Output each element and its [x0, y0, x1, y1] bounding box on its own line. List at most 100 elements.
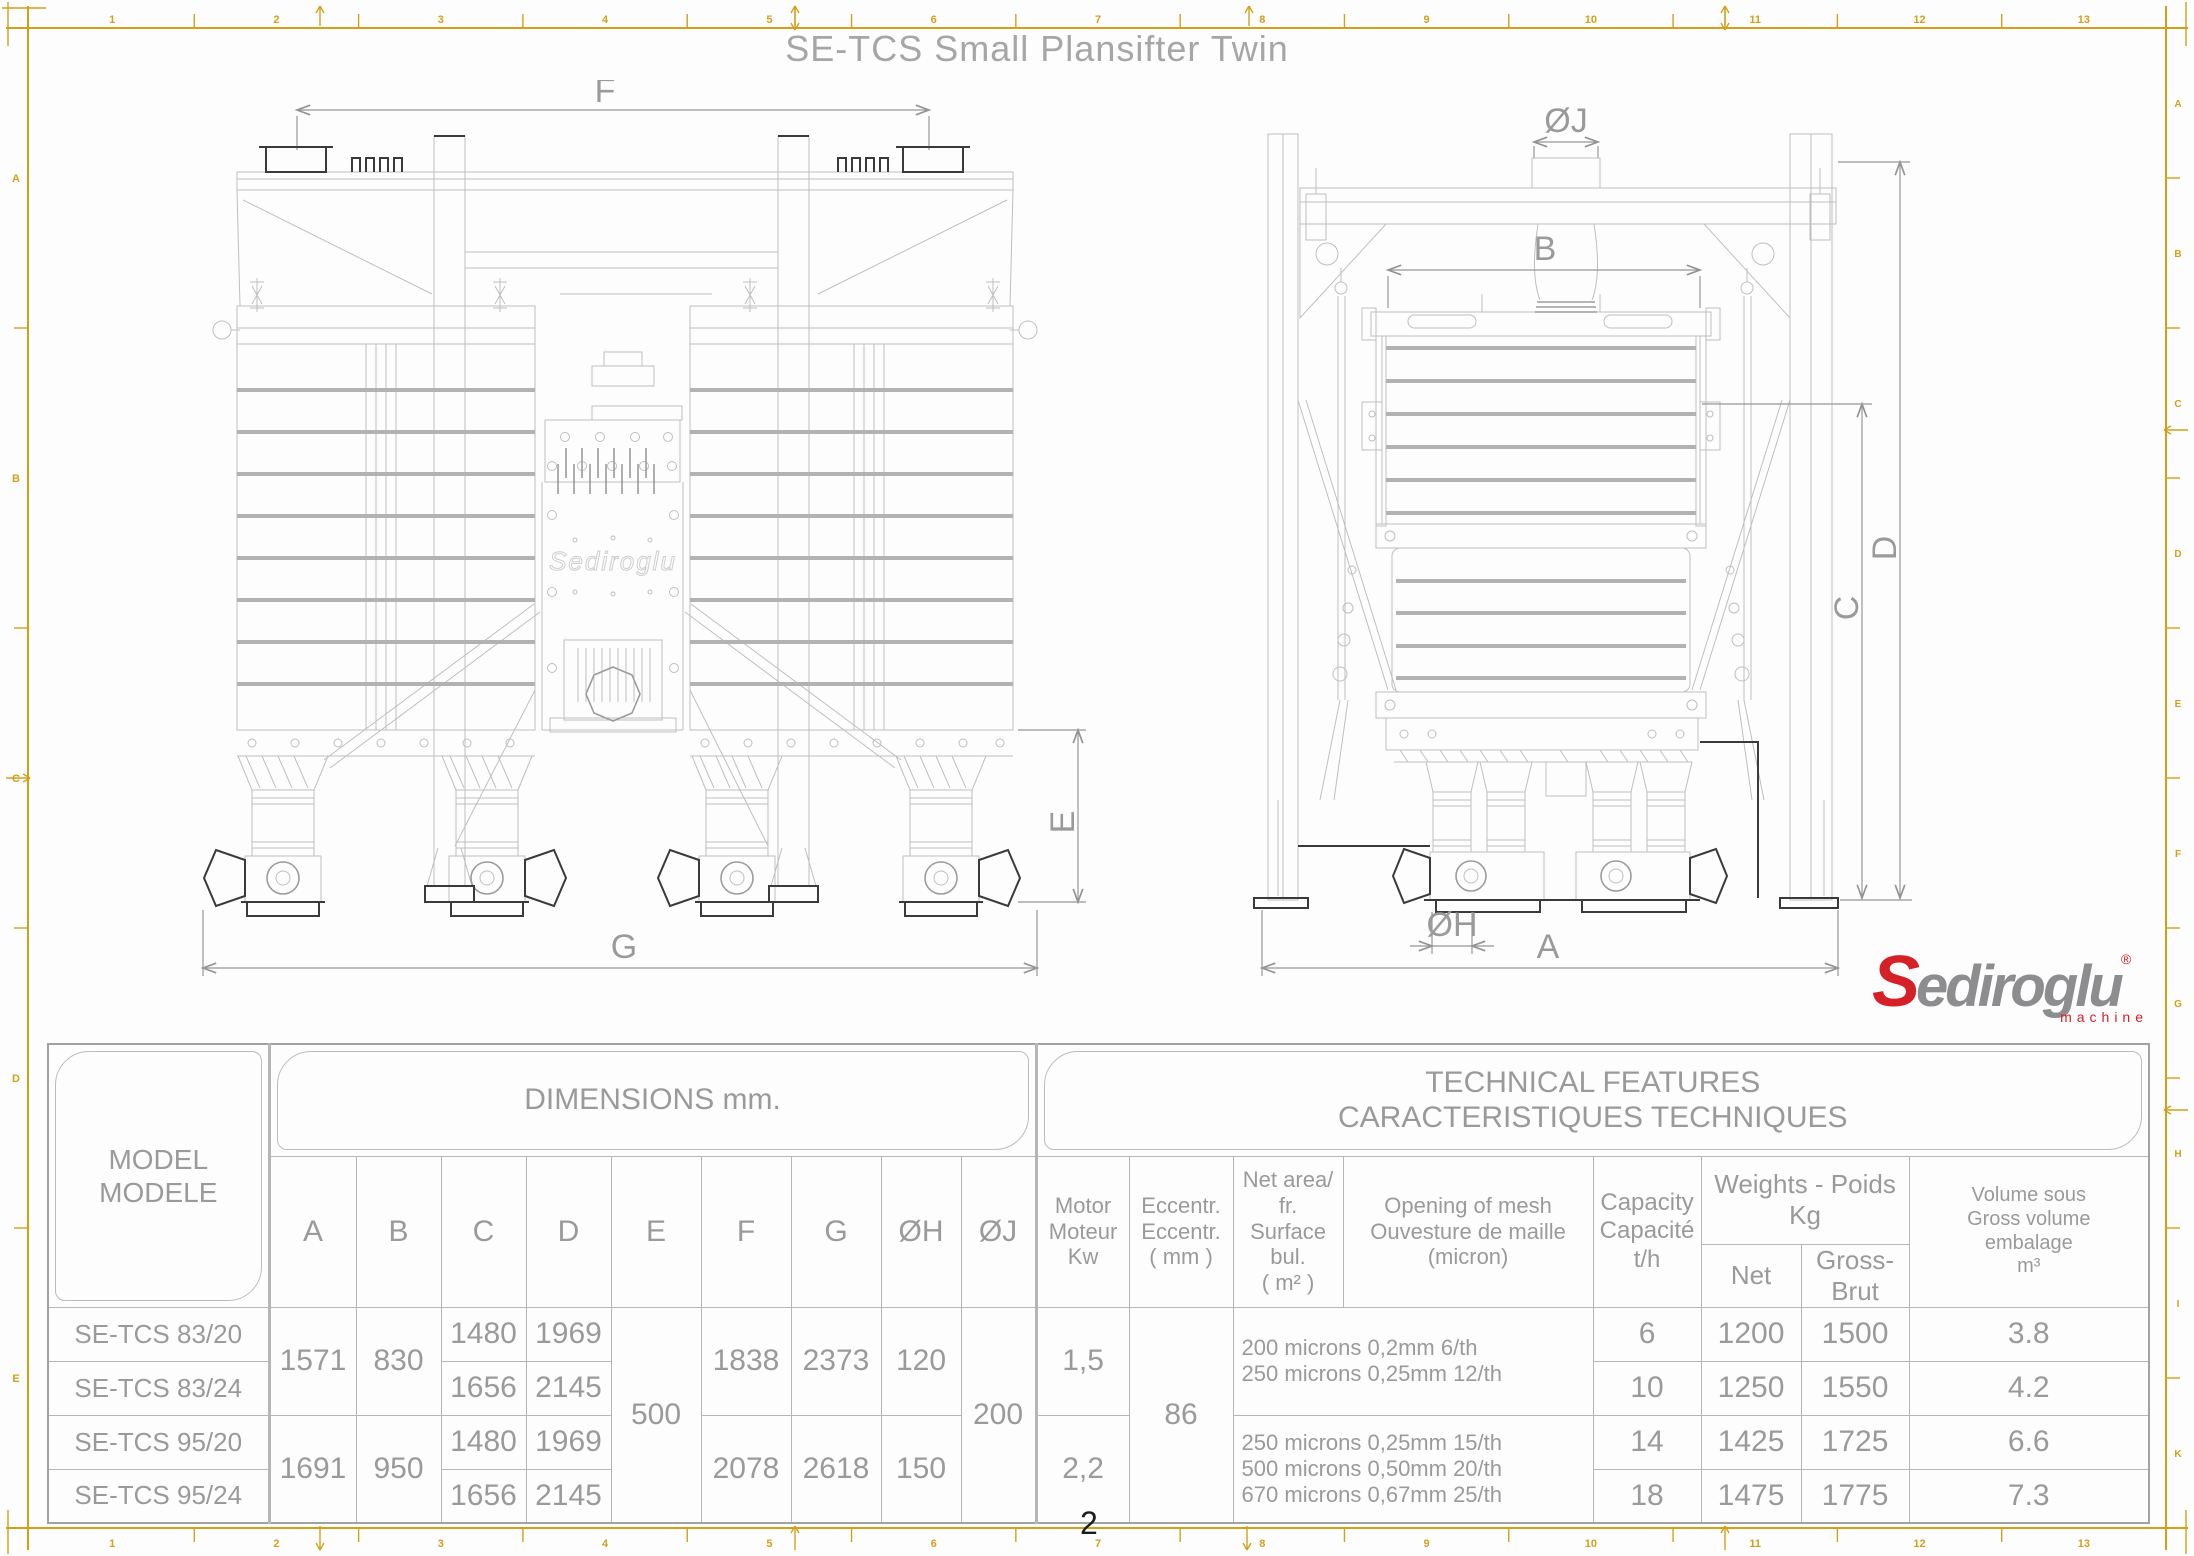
- svg-text:F: F: [2175, 849, 2181, 860]
- svg-text:6: 6: [931, 14, 937, 26]
- col-header-net-area: Net area/ fr. Surface bul. ( m² ): [1232, 1155, 1344, 1308]
- cell-0-B: 830: [355, 1306, 442, 1416]
- col-header-E: E: [610, 1155, 702, 1308]
- svg-text:8: 8: [1259, 14, 1265, 26]
- cell-1-vol: 4.2: [1908, 1360, 2150, 1416]
- svg-text:A: A: [12, 173, 20, 185]
- front-view-drawing: F: [130, 80, 1086, 976]
- cell-2-G: 2618: [790, 1414, 882, 1524]
- page-title: SE-TCS Small Plansifter Twin: [785, 28, 1289, 69]
- cell-2-OH: 150: [880, 1414, 962, 1524]
- registered-mark-icon: ®: [2120, 951, 2132, 967]
- svg-text:A: A: [2174, 99, 2181, 110]
- dim-label-f: F: [595, 80, 616, 110]
- svg-text:11: 11: [1749, 14, 1761, 26]
- col-header-C: C: [440, 1155, 527, 1308]
- svg-text:13: 13: [2078, 14, 2090, 26]
- cell-0-G: 2373: [790, 1306, 882, 1416]
- cell-3-C: 1656: [440, 1468, 527, 1524]
- cell-0-A: 1571: [267, 1306, 357, 1416]
- specification-table: MODEL MODELE DIMENSIONS mm. TECHNICAL FE…: [47, 1043, 2150, 1524]
- svg-text:4: 4: [602, 1538, 609, 1550]
- col-header-net: Net: [1700, 1243, 1802, 1308]
- svg-text:12: 12: [1913, 14, 1925, 26]
- svg-text:2: 2: [273, 14, 279, 26]
- logo-subtitle: machine: [2060, 1009, 2148, 1025]
- cell-0-D: 1969: [525, 1306, 612, 1362]
- cell-3-model: SE-TCS 95/24: [47, 1468, 270, 1524]
- cell-0-mesh: 200 microns 0,2mm 6/th 250 microns 0,25m…: [1232, 1306, 1594, 1416]
- cell-3-gross: 1775: [1800, 1468, 1910, 1524]
- cell-0-F: 1838: [700, 1306, 792, 1416]
- cell-2-A: 1691: [267, 1414, 357, 1524]
- cell-0-OJ: 200: [960, 1306, 1037, 1524]
- col-header-OJ: ØJ: [960, 1155, 1037, 1308]
- dim-label-d: D: [1866, 536, 1904, 561]
- dim-f-lines: [297, 110, 929, 150]
- cell-2-D: 1969: [525, 1414, 612, 1470]
- svg-text:B: B: [2174, 249, 2181, 260]
- cell-0-net: 1200: [1700, 1306, 1802, 1362]
- cell-2-net: 1425: [1700, 1414, 1802, 1470]
- col-header-motor: Motor Moteur Kw: [1034, 1155, 1130, 1308]
- svg-text:10: 10: [1585, 1538, 1597, 1550]
- logo-wordmark: ediroglu: [1916, 954, 2124, 1019]
- svg-text:6: 6: [931, 1538, 937, 1550]
- col-header-F: F: [700, 1155, 792, 1308]
- svg-text:4: 4: [602, 14, 609, 26]
- svg-text:11: 11: [1749, 1538, 1761, 1550]
- svg-text:7: 7: [1095, 14, 1101, 26]
- cell-1-model: SE-TCS 83/24: [47, 1360, 270, 1416]
- cell-0-E: 500: [610, 1306, 702, 1524]
- svg-text:C: C: [12, 773, 20, 785]
- svg-text:13: 13: [2078, 1538, 2090, 1550]
- dim-label-b: B: [1534, 230, 1557, 268]
- cell-0-cap: 6: [1592, 1306, 1702, 1362]
- svg-text:D: D: [12, 1073, 20, 1085]
- col-header-mesh: Opening of mesh Ouvesture de maille (mic…: [1342, 1155, 1594, 1308]
- cell-0-OH: 120: [880, 1306, 962, 1416]
- svg-text:C: C: [2174, 399, 2181, 410]
- cell-0-model: SE-TCS 83/20: [47, 1306, 270, 1362]
- side-view-geometry: ØJ: [1253, 102, 1912, 976]
- svg-text:K: K: [2174, 1449, 2182, 1460]
- cell-3-net: 1475: [1700, 1468, 1802, 1524]
- svg-text:B: B: [12, 473, 20, 485]
- svg-text:1: 1: [109, 1538, 115, 1550]
- model-header-cell: MODEL MODELE: [47, 1043, 270, 1308]
- svg-text:G: G: [2174, 999, 2182, 1010]
- cell-0-ecc: 86: [1128, 1306, 1234, 1524]
- cell-2-gross: 1725: [1800, 1414, 1910, 1470]
- cell-3-vol: 7.3: [1908, 1468, 2150, 1524]
- cell-3-cap: 18: [1592, 1468, 1702, 1524]
- cell-1-C: 1656: [440, 1360, 527, 1416]
- page-number: 2: [1080, 1505, 1098, 1541]
- front-view-geometry: F: [203, 80, 1086, 976]
- table-header-row-2: A B C D E F G ØH ØJ Motor Moteur Kw Ecce…: [48, 1155, 2150, 1308]
- cell-0-vol: 3.8: [1908, 1306, 2150, 1362]
- svg-text:E: E: [12, 1373, 19, 1385]
- col-header-D: D: [525, 1155, 612, 1308]
- svg-text:5: 5: [766, 1538, 772, 1550]
- dim-e-lines: [1018, 730, 1086, 902]
- table-row: SE-TCS 83/20 1571 830 1480 1969 500 1838…: [47, 1306, 2150, 1524]
- cell-1-gross: 1550: [1800, 1360, 1910, 1416]
- dim-label-a: A: [1537, 928, 1560, 966]
- dim-label-oj: ØJ: [1544, 102, 1587, 140]
- table-header-row-3: Net Gross-Brut: [48, 1243, 2149, 1308]
- table-row: SE-TCS 95/24 1656 2145 18 1475 1775 7.3: [47, 1468, 2150, 1524]
- cell-2-model: SE-TCS 95/20: [47, 1414, 270, 1470]
- col-header-G: G: [790, 1155, 882, 1308]
- col-header-OH: ØH: [880, 1155, 962, 1308]
- cell-2-F: 2078: [700, 1414, 792, 1524]
- logo-s-mark: S: [1872, 942, 1920, 1022]
- table-row: SE-TCS 83/24 1656 2145 10 1250 1550 4.2: [47, 1360, 2150, 1416]
- cell-1-cap: 10: [1592, 1360, 1702, 1416]
- svg-text:E: E: [2175, 699, 2182, 710]
- col-header-weights: Weights - Poids Kg: [1700, 1155, 1910, 1245]
- svg-text:1: 1: [109, 14, 115, 26]
- cell-0-motor: 1,5: [1034, 1306, 1130, 1416]
- cell-0-gross: 1500: [1800, 1306, 1910, 1362]
- svg-text:3: 3: [438, 1538, 444, 1550]
